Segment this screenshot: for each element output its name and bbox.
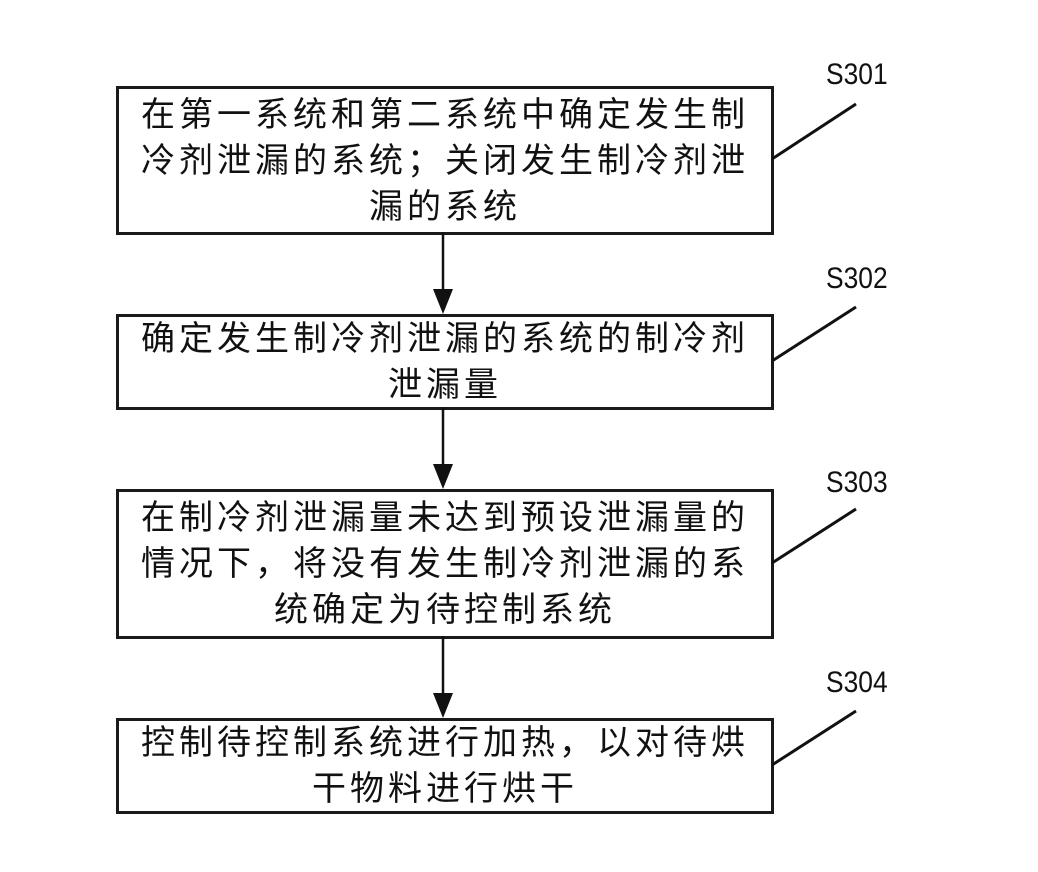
- step-label-s303: S303: [826, 466, 888, 499]
- step-label-s301: S301: [826, 58, 888, 91]
- step-text-line: 控制待控制系统进行加热，以对待烘: [141, 723, 749, 763]
- leader-line-s303: [771, 507, 857, 565]
- leader-line-s301: [771, 102, 857, 161]
- arrow-head-icon: [433, 693, 453, 718]
- arrow-head-icon: [433, 464, 453, 489]
- step-label-s304: S304: [826, 666, 888, 699]
- step-text-line: 在第一系统和第二系统中确定发生制: [141, 94, 749, 135]
- leader-line-s304: [771, 709, 857, 767]
- step-text-line: 冷剂泄漏的系统；关闭发生制冷剂泄: [141, 140, 749, 181]
- flow-arrow-s303-s304: [433, 636, 453, 718]
- step-text-line: 情况下，将没有发生制冷剂泄漏的系: [141, 544, 749, 584]
- step-text-line: 统确定为待控制系统: [274, 590, 616, 630]
- step-text-line: 干物料进行烘干: [312, 769, 578, 809]
- step-text-line: 确定发生制冷剂泄漏的系统的制冷剂: [141, 319, 749, 359]
- step-text-line: 在制冷剂泄漏量未达到预设泄漏量的: [141, 498, 749, 538]
- step-text-line: 泄漏量: [388, 365, 502, 405]
- arrow-head-icon: [433, 289, 453, 314]
- step-box-s302: 确定发生制冷剂泄漏的系统的制冷剂 泄漏量: [116, 314, 774, 410]
- step-box-s303: 在制冷剂泄漏量未达到预设泄漏量的 情况下，将没有发生制冷剂泄漏的系 统确定为待控…: [116, 489, 774, 639]
- flow-arrow-s301-s302: [433, 232, 453, 314]
- step-label-s302: S302: [826, 262, 888, 295]
- step-box-s301: 在第一系统和第二系统中确定发生制 冷剂泄漏的系统；关闭发生制冷剂泄 漏的系统: [116, 86, 774, 235]
- step-text-line: 漏的系统: [369, 186, 521, 227]
- step-box-s304: 控制待控制系统进行加热，以对待烘 干物料进行烘干: [116, 718, 774, 814]
- flow-arrow-s302-s303: [433, 407, 453, 489]
- leader-line-s302: [771, 305, 857, 363]
